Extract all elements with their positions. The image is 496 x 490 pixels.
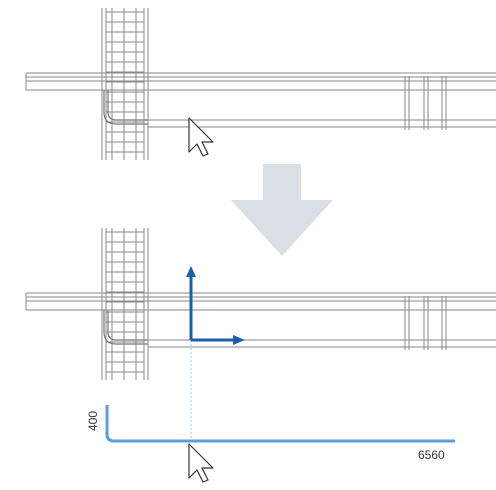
mouse-cursor-icon bbox=[188, 443, 214, 483]
mouse-cursor-icon bbox=[188, 117, 214, 157]
l-shaped-bar bbox=[105, 405, 455, 443]
bottom-scene bbox=[25, 227, 496, 381]
top-scene bbox=[25, 7, 496, 161]
vertical-dimension-label: 400 bbox=[86, 411, 100, 431]
horizontal-dimension-label: 6560 bbox=[418, 448, 445, 462]
coordinate-axes-icon bbox=[186, 266, 245, 345]
down-arrow-icon bbox=[231, 164, 333, 256]
